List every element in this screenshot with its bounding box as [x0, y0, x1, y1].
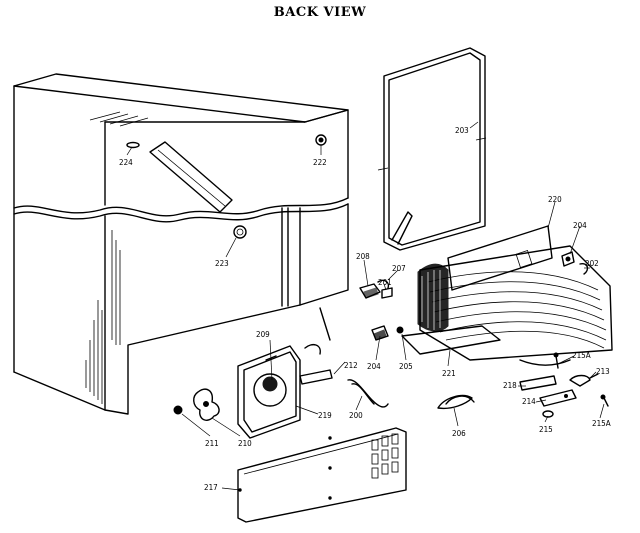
part-215-washer	[542, 410, 554, 418]
part-200-tube	[347, 379, 389, 408]
label-214: 214	[522, 397, 536, 406]
label-217: 217	[204, 483, 218, 492]
label-207: 207	[392, 264, 406, 273]
label-212: 212	[344, 361, 358, 370]
label-200: 200	[349, 411, 363, 420]
part-204-lower	[371, 325, 389, 341]
part-215A-screws	[553, 352, 609, 407]
part-214-bracket	[539, 389, 577, 407]
label-213: 213	[596, 367, 610, 376]
label-205: 205	[399, 362, 413, 371]
part-224-plug	[126, 141, 140, 149]
label-211: 211	[205, 439, 219, 448]
part-210-fan-blade	[193, 388, 220, 421]
part-207-201	[377, 279, 393, 299]
part-211-nut	[173, 405, 183, 415]
part-212-bracket	[299, 307, 333, 385]
label-208: 208	[356, 252, 370, 261]
label-222: 222	[313, 158, 327, 167]
label-201: 201	[378, 278, 392, 287]
callout-labels: 203 220 204 202 208 207 201 224 222 223 …	[119, 126, 611, 492]
label-221: 221	[442, 369, 456, 378]
part-205	[396, 326, 404, 334]
part-203-gasket	[377, 47, 487, 251]
label-204: 204	[367, 362, 381, 371]
label-223: 223	[215, 259, 229, 268]
part-208	[359, 283, 381, 299]
label-215A: 215A	[572, 351, 591, 360]
leader-lines	[126, 121, 605, 491]
label-210: 210	[238, 439, 252, 448]
part-206-clamp	[437, 394, 475, 410]
label-220: 220	[548, 195, 562, 204]
part-223-plug	[233, 225, 247, 239]
label-219: 219	[318, 411, 332, 420]
part-219-fan-shroud	[237, 345, 301, 439]
part-213	[569, 373, 599, 387]
diagram-title: BACK VIEW	[273, 5, 367, 20]
label-218: 218	[503, 381, 517, 390]
refrigerator-cabinet	[13, 73, 349, 415]
label-215A: 215A	[592, 419, 611, 428]
label-209: 209	[256, 330, 270, 339]
part-217-rear-panel	[237, 427, 407, 523]
label-206: 206	[452, 429, 466, 438]
label-202: 202	[585, 259, 599, 268]
label-203: 203	[455, 126, 469, 135]
label-204: 204	[573, 221, 587, 230]
label-215: 215	[539, 425, 553, 434]
label-224: 224	[119, 158, 133, 167]
part-218-bracket	[519, 375, 557, 391]
condenser-assembly	[401, 225, 613, 366]
